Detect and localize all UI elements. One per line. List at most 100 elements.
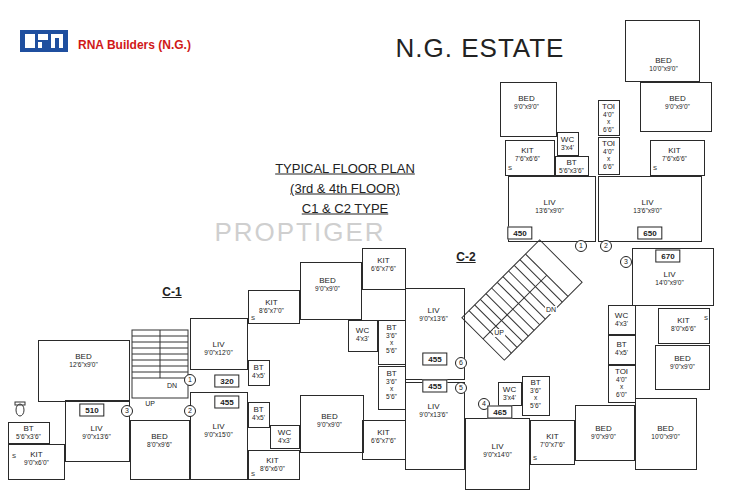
room-dimension: 9'0"x14'0" xyxy=(483,451,511,458)
room-dimension: 3'x4' xyxy=(561,144,574,151)
room-box: BED9'0"x9'0" xyxy=(300,262,362,320)
room-name: BED xyxy=(651,424,679,433)
room-box: WC3'x4' xyxy=(498,382,522,406)
callout-number: 1 xyxy=(575,240,587,252)
sink-mark: S xyxy=(251,315,255,322)
room-dimension: 9'0"x12'0" xyxy=(204,349,232,356)
room-dimension: 13'6"x9'0" xyxy=(633,207,661,214)
room-label: LIV9'0"x12'0" xyxy=(204,340,232,357)
plan-heading: (3rd & 4th FLOOR) xyxy=(290,181,400,196)
room-dimension: 9'0"x13'6" xyxy=(419,411,447,418)
room-name: BED xyxy=(69,352,97,361)
room-label: LIV14'0"x9'0" xyxy=(655,270,683,287)
room-name: BED xyxy=(665,94,690,103)
room-box: TOI4'0" x 6'0" xyxy=(608,365,636,403)
room-dimension: 7'6"x6'6" xyxy=(662,155,687,162)
room-dimension: 9'0"x9'0" xyxy=(514,103,539,110)
sink-mark: S xyxy=(533,455,537,462)
room-label: BED8'0"x9'6" xyxy=(147,432,172,449)
room-label: BED9'0"x9'0" xyxy=(315,276,340,293)
room-name: BT xyxy=(529,378,543,387)
room-dimension: 4'x5' xyxy=(615,349,628,356)
room-name: BED xyxy=(315,276,340,285)
room-dimension: 8'6"x7'0" xyxy=(259,307,284,314)
room-label: WC4'x3' xyxy=(615,311,628,328)
room-dimension: 7'0"x7'6" xyxy=(540,441,565,448)
room-label: BED9'0"x9'0" xyxy=(665,94,690,111)
room-name: BT xyxy=(559,158,584,167)
brand-logo xyxy=(20,30,68,52)
room-dimension: 4'x3' xyxy=(356,335,369,342)
room-dimension: 4'x3' xyxy=(615,320,628,327)
callout-number: 1 xyxy=(184,374,196,386)
room-box: BED9'0"x9'0" xyxy=(575,405,635,461)
room-dimension: 10'0"x9'0" xyxy=(649,65,677,72)
room-name: KIT xyxy=(371,256,396,265)
room-box: BED9'0"x9'0" xyxy=(300,395,364,453)
room-label: BED10'0"x9'0" xyxy=(649,56,677,73)
area-number: 450 xyxy=(507,227,532,240)
room-label: LIV13'6"x9'0" xyxy=(535,198,563,215)
room-label: TOI4'0" x 6'6" xyxy=(602,139,616,171)
room-box: TOI4'0" x 6'6" xyxy=(598,137,620,175)
room-dimension: 13'6"x9'0" xyxy=(535,207,563,214)
room-dimension: 4'x5' xyxy=(252,414,265,421)
room-box: BT5'6"x3'6" xyxy=(8,422,50,444)
room-name: BT xyxy=(385,369,399,378)
stair-c1 xyxy=(132,330,188,398)
room-name: KIT xyxy=(671,316,696,325)
room-dimension: 3'6" x 5'6" xyxy=(529,387,543,409)
room-dimension: 9'0"x9'0" xyxy=(317,421,342,428)
room-dimension: 14'0"x9'0" xyxy=(655,279,683,286)
room-dimension: 9'0"x9'0" xyxy=(315,285,340,292)
room-box: WC3'x4' xyxy=(557,132,579,156)
room-label: BT4'x5' xyxy=(252,363,265,380)
room-label: WC4'x3' xyxy=(278,428,291,445)
room-label: BT3'6" x 5'6" xyxy=(385,369,399,401)
room-name: TOI xyxy=(615,367,629,376)
room-box: WC4'x3' xyxy=(270,425,300,449)
room-name: WC xyxy=(356,326,369,335)
room-dimension: 8'6"x6'0" xyxy=(260,465,285,472)
room-dimension: 9'0"x15'0" xyxy=(204,431,232,438)
room-name: KIT xyxy=(260,456,285,465)
room-box: LIV9'0"x12'0" xyxy=(190,318,248,370)
room-box: BED9'0"x9'0" xyxy=(655,345,710,390)
sink-mark: S xyxy=(704,315,708,322)
room-box: WC4'x3' xyxy=(608,305,636,335)
callout-number: 3 xyxy=(620,256,632,268)
stair-direction: DN xyxy=(166,382,178,390)
room-box: LIV9'0"x13'6" xyxy=(405,382,465,470)
room-dimension: 9'0"x9'0" xyxy=(665,103,690,110)
room-dimension: 9'0"x6'0" xyxy=(24,459,49,466)
room-box: BED8'0"x9'6" xyxy=(130,420,190,480)
room-box: KIT6'6"x7'6" xyxy=(362,420,406,460)
callout-number: 2 xyxy=(600,240,612,252)
room-name: BT xyxy=(252,363,265,372)
stair-direction: DN xyxy=(545,306,557,314)
room-label: BED9'0"x9'0" xyxy=(317,412,342,429)
watermark: PROPTIGER xyxy=(214,217,385,248)
room-dimension: 7'6"x6'6" xyxy=(515,155,540,162)
room-label: BED9'0"x9'0" xyxy=(591,424,616,441)
room-box: BT3'6" x 5'6" xyxy=(378,366,406,410)
room-box: KIT8'6"x6'0" xyxy=(248,450,300,480)
room-box: BED9'0"x9'0" xyxy=(500,82,557,137)
room-label: KIT8'0"x6'6" xyxy=(671,316,696,333)
room-label: KIT7'6"x6'6" xyxy=(515,146,540,163)
room-name: TOI xyxy=(602,139,616,148)
room-label: LIV9'0"x15'0" xyxy=(204,422,232,439)
room-label: WC4'x3' xyxy=(356,326,369,343)
sink-mark: S xyxy=(508,165,512,172)
room-label: KIT6'6"x7'6" xyxy=(371,256,396,273)
room-name: LIV xyxy=(483,442,511,451)
room-box: BED9'0"x9'0" xyxy=(640,82,712,132)
room-dimension: 3'6" x 5'6" xyxy=(385,378,399,400)
room-dimension: 4'0" x 6'6" xyxy=(602,148,616,170)
room-name: LIV xyxy=(419,402,447,411)
room-dimension: 4'0" x 6'0" xyxy=(615,376,629,398)
room-name: BT xyxy=(615,340,628,349)
room-dimension: 4'0" x 6'6" xyxy=(602,111,616,133)
room-name: WC xyxy=(615,311,628,320)
room-box: BT5'6"x3'6" xyxy=(555,156,589,176)
